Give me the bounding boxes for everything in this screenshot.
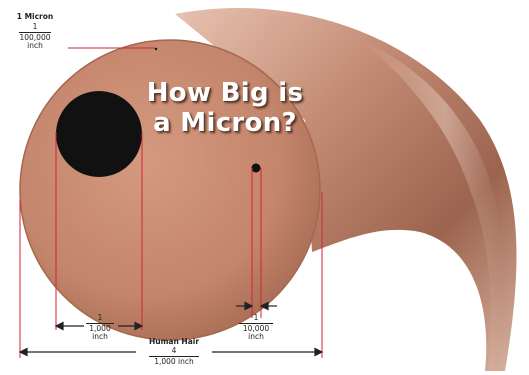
hair-label-numerator: 4	[136, 347, 212, 355]
big-dot-label: 1 1,000 inch	[80, 314, 120, 341]
micron-label-numerator: 1	[10, 23, 60, 31]
big-dot-unit: inch	[80, 333, 120, 341]
big-dot	[56, 91, 142, 177]
hair-label-name: Human Hair	[136, 338, 212, 346]
title-line-1: How Big is	[140, 78, 310, 108]
diagram-title: How Big is a Micron?	[140, 78, 310, 138]
big-dot-numerator: 1	[80, 314, 120, 322]
small-dot-label: 1 10,000 inch	[234, 314, 278, 341]
small-dot-numerator: 1	[234, 314, 278, 322]
hair-label: Human Hair 4 1,000 inch	[136, 338, 212, 366]
micron-label-name: 1 Micron	[10, 13, 60, 21]
small-dot	[252, 164, 261, 173]
micron-dot	[155, 48, 157, 50]
micron-label: 1 Micron 1 100,000 inch	[10, 13, 60, 50]
title-line-2: a Micron?	[140, 108, 310, 138]
micron-label-unit: inch	[10, 42, 60, 50]
small-dot-unit: inch	[234, 333, 278, 341]
hair-label-denominator: 1,000 inch	[136, 358, 212, 366]
